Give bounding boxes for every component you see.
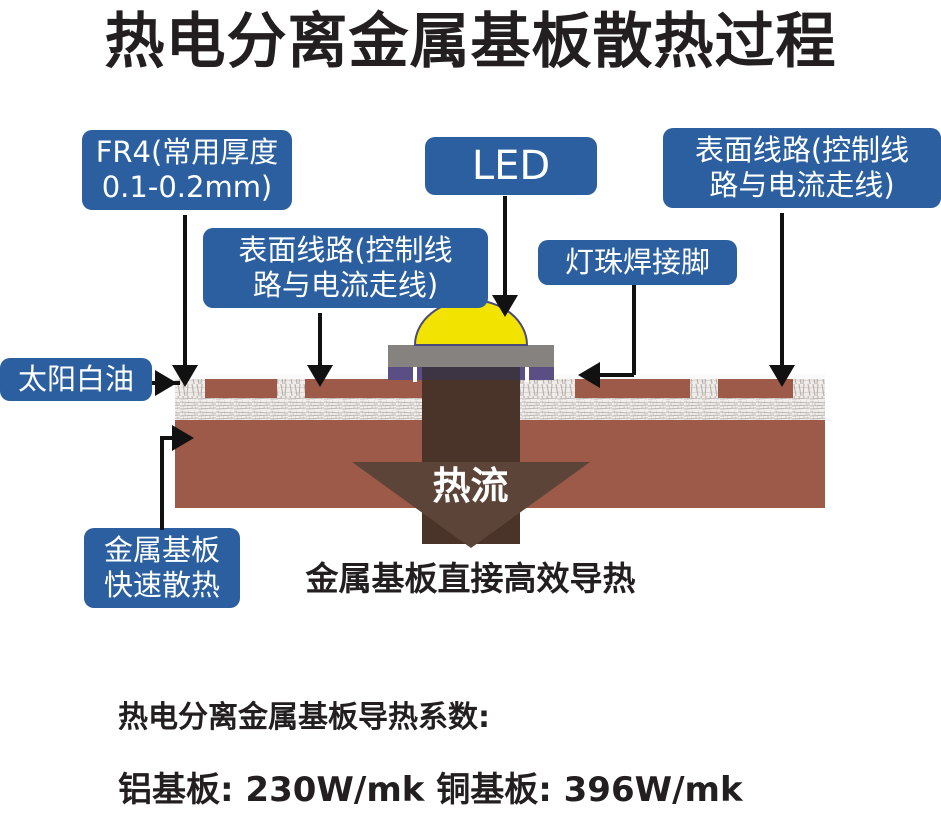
leader-line-led: [503, 196, 507, 299]
callout-white-oil[interactable]: 太阳白油: [0, 358, 152, 401]
caption-efficient-conduction: 金属基板直接高效导热: [305, 559, 636, 598]
spec-values: 铝基板: 230W/mk 铜基板: 396W/mk: [118, 770, 743, 810]
callout-surface-trace-left[interactable]: 表面线路(控制线 路与电流走线): [203, 228, 488, 308]
led-solder-pads: [388, 364, 554, 382]
heat-flow-label: 热流: [432, 464, 509, 508]
led-body: [388, 345, 554, 367]
callout-metal-base[interactable]: 金属基板 快速散热: [84, 528, 240, 608]
arrow-led: [492, 295, 518, 317]
leader-line-solder-pin-horizontal: [596, 373, 634, 377]
arrow-surface-trace-left: [307, 365, 333, 387]
surface-traces: [205, 379, 793, 398]
leader-line-surface-trace-right: [780, 213, 784, 370]
cross-section-diagram: [175, 299, 825, 548]
heat-flow-arrow: [352, 462, 590, 548]
arrow-solder-pin: [578, 362, 600, 388]
spec-title: 热电分离金属基板导热系数:: [118, 700, 490, 735]
leader-line-fr4: [183, 215, 187, 370]
callout-solder-pin[interactable]: 灯珠焊接脚: [538, 240, 737, 285]
page-title: 热电分离金属基板散热过程: [104, 7, 837, 77]
callout-led[interactable]: LED: [425, 137, 597, 195]
leader-line-solder-pin-vertical: [632, 285, 636, 375]
leader-line-surface-trace-left: [318, 313, 322, 370]
arrow-metal-base: [172, 425, 194, 451]
callout-surface-trace-right[interactable]: 表面线路(控制线 路与电流走线): [663, 128, 941, 208]
callout-fr4[interactable]: FR4(常用厚度 0.1-0.2mm): [82, 130, 292, 210]
arrow-surface-trace-right: [769, 365, 795, 387]
arrow-white-oil: [155, 370, 177, 396]
leader-line-metal-base-vertical: [160, 438, 164, 530]
